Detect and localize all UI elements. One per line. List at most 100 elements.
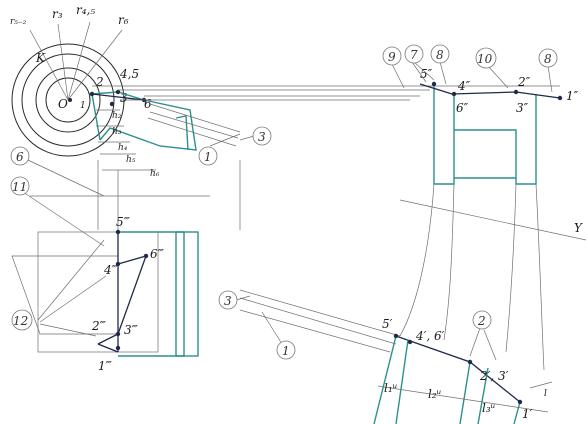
side-frame <box>118 231 185 357</box>
radius-line-r45 <box>67 21 91 101</box>
callout-2-leader-a <box>469 327 481 357</box>
radius-line-r3 <box>57 23 69 101</box>
plan-edge-a <box>373 335 397 424</box>
callout-8-right: 8 <box>538 48 558 93</box>
callout-1-top-circle <box>198 146 218 166</box>
callout-2-circle <box>472 310 492 330</box>
callout-9-text: 9 <box>388 50 396 64</box>
label-6-circle: 6 <box>144 97 152 111</box>
circle-r45 <box>21 53 115 147</box>
label-5ppp: 5‴ <box>116 215 131 229</box>
label-1-circle: 1 <box>80 101 86 111</box>
label-1ppp: 1‴ <box>98 359 113 373</box>
callout-3-bottom-leader <box>235 295 251 301</box>
label-l3: l₃ᵘ <box>482 401 496 415</box>
pt-1ppp <box>115 345 121 351</box>
callout-7: 7 <box>404 44 435 83</box>
label-3ppp: 3‴ <box>124 323 139 337</box>
pt-2 <box>115 89 121 95</box>
label-6pp: 6″ <box>456 101 469 115</box>
callout-10-text: 10 <box>477 52 493 66</box>
callout-2: 2 <box>469 310 497 361</box>
callout-3-top-text: 3 <box>258 130 266 144</box>
pt-1p <box>517 399 523 405</box>
label-h3: h₃ <box>112 127 122 137</box>
label-2-circle: 2 <box>95 75 104 89</box>
profile-notch <box>175 115 189 151</box>
inner-circle-r52 <box>45 77 91 123</box>
callout-9: 9 <box>382 46 405 89</box>
callout-11: 11 <box>10 176 30 196</box>
fold-line <box>399 199 586 241</box>
leader-11 <box>19 189 105 247</box>
callout-6-circle <box>10 146 30 166</box>
center-point <box>68 98 72 102</box>
label-h6: h₆ <box>150 169 160 179</box>
callout-6-text: 6 <box>16 150 24 164</box>
callout-10-circle <box>475 47 497 69</box>
plan-view <box>239 289 553 424</box>
pt-3 <box>109 101 115 107</box>
pt-1pp <box>557 95 563 101</box>
callout-6: 6 <box>10 146 30 166</box>
label-4ppp: 4‴ <box>103 263 119 277</box>
inclined-1 <box>149 103 241 133</box>
plan-dim-l <box>529 381 553 389</box>
plan-dim-baseline <box>377 385 549 413</box>
label-l2: l₂ᵘ <box>428 387 442 401</box>
side-right-strip <box>175 231 199 357</box>
plan-edge-b <box>395 339 409 424</box>
callout-8-right-circle <box>538 48 558 68</box>
callout-7-circle <box>404 44 424 64</box>
callout-2-leader-b <box>483 329 497 361</box>
side-outer-rect <box>37 231 159 353</box>
pt-5pp <box>431 81 437 87</box>
pt-5ppp <box>115 229 121 235</box>
profile-section <box>89 89 197 171</box>
callout-11-circle <box>10 176 30 196</box>
side-profile-bottom <box>97 343 119 353</box>
pt-5p <box>393 333 399 339</box>
callout-1-bottom-text: 1 <box>282 344 290 358</box>
pt-4pp <box>451 91 457 97</box>
callout-12-text: 12 <box>13 314 28 328</box>
callout-9-leader <box>391 63 405 89</box>
pt-23p <box>467 359 473 365</box>
callout-1-top: 1 <box>198 133 241 166</box>
side-profile <box>97 255 148 345</box>
profile-top-edge <box>91 93 145 101</box>
label-r45: r₄,₅ <box>76 3 95 17</box>
front-top-edge <box>419 83 561 99</box>
pt-6ppp <box>143 253 149 259</box>
front-left-block <box>433 84 455 185</box>
callout-8-left: 8 <box>430 44 450 85</box>
leader-12b <box>39 275 107 323</box>
circle-r3 <box>35 67 101 133</box>
profile-edge <box>91 93 101 141</box>
radius-line-r6 <box>67 29 123 101</box>
leader-12c <box>39 323 97 337</box>
plan-guide-1 <box>239 289 401 337</box>
callout-3-bottom-circle <box>218 290 238 310</box>
label-1p: 1′ <box>522 407 533 421</box>
projection-lines-horizontal <box>92 85 560 101</box>
plan-edge-e <box>513 401 521 424</box>
label-K: K <box>35 51 46 65</box>
profile-outline <box>91 91 197 151</box>
leader-12a <box>37 239 105 321</box>
plan-edge-d <box>477 367 489 424</box>
label-h5: h₅ <box>126 155 136 165</box>
proj-down-1 <box>399 183 435 337</box>
pt-4ppp <box>115 261 121 267</box>
radius-line-r52 <box>29 29 69 101</box>
label-r6: r₆ <box>118 13 129 27</box>
callout-12-circle <box>11 309 33 331</box>
side-view <box>11 229 199 357</box>
callout-8-right-leader <box>547 65 553 93</box>
proj-down-3 <box>505 183 517 353</box>
inclined-2 <box>149 111 239 139</box>
label-46p: 4′, 6′ <box>415 329 445 343</box>
callout-10-leader <box>487 65 509 89</box>
callout-8-right-text: 8 <box>544 52 552 66</box>
